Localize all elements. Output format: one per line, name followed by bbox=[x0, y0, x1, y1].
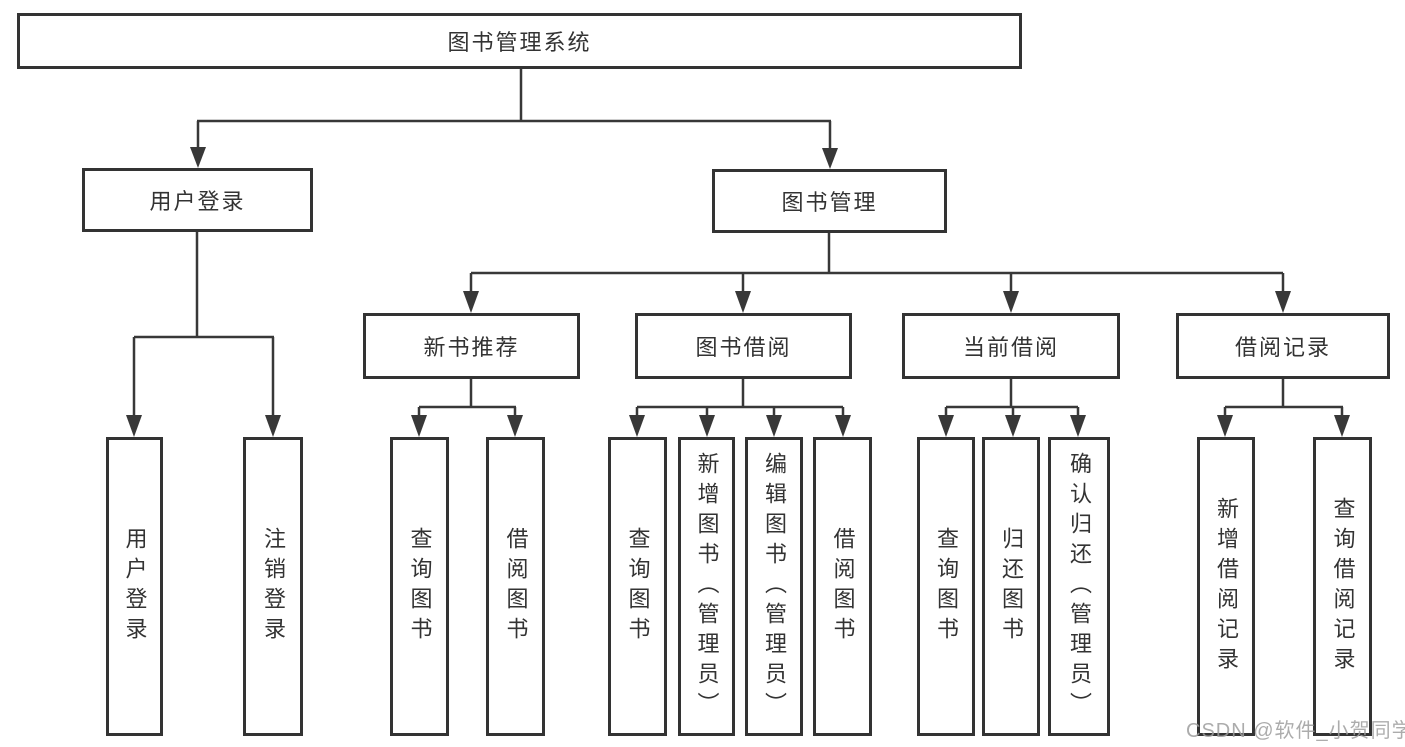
leaf-edit-book: 编辑图书（管理员） bbox=[745, 437, 803, 736]
arrow-down-icon bbox=[766, 415, 782, 437]
leaf-user-login-label: 用户登录 bbox=[122, 526, 148, 647]
branch-book-borrow bbox=[629, 379, 851, 437]
arrow-down-icon bbox=[699, 415, 715, 437]
leaf-add-book: 新增图书（管理员） bbox=[678, 437, 735, 736]
leaf-query-book-recommend-label: 查询图书 bbox=[407, 526, 433, 647]
leaf-logout-label: 注销登录 bbox=[261, 526, 286, 647]
leaf-confirm-return-label: 确认归还（管理员） bbox=[1067, 451, 1092, 722]
branch-user-login bbox=[126, 232, 281, 437]
leaf-add-book-label: 新增图书（管理员） bbox=[694, 451, 720, 722]
node-borrow-records: 借阅记录 bbox=[1176, 313, 1390, 379]
node-book-borrow-label: 图书借阅 bbox=[695, 335, 792, 360]
leaf-query-book-current: 查询图书 bbox=[917, 437, 975, 736]
arrow-down-icon bbox=[1275, 291, 1291, 313]
leaf-query-book-borrow: 查询图书 bbox=[608, 437, 667, 736]
leaf-query-book-borrow-label: 查询图书 bbox=[625, 526, 651, 647]
leaf-return-book-label: 归还图书 bbox=[999, 526, 1024, 647]
arrow-down-icon bbox=[938, 415, 954, 437]
branch-current-borrow bbox=[938, 379, 1086, 437]
leaf-query-book-current-label: 查询图书 bbox=[934, 526, 959, 647]
arrow-down-icon bbox=[822, 148, 838, 169]
node-current-borrow-label: 当前借阅 bbox=[962, 335, 1059, 360]
leaf-query-borrow-record-label: 查询借阅记录 bbox=[1330, 496, 1356, 677]
arrow-down-icon bbox=[265, 415, 281, 437]
leaf-return-book: 归还图书 bbox=[982, 437, 1040, 736]
arrow-down-icon bbox=[126, 415, 142, 437]
leaf-query-borrow-record: 查询借阅记录 bbox=[1313, 437, 1372, 736]
arrow-down-icon bbox=[1003, 291, 1019, 313]
leaf-borrow-book-label: 借阅图书 bbox=[830, 526, 856, 647]
arrow-down-icon bbox=[629, 415, 645, 437]
arrow-down-icon bbox=[1334, 415, 1350, 437]
node-new-book-recommend-label: 新书推荐 bbox=[423, 335, 520, 360]
arrow-down-icon bbox=[411, 415, 427, 437]
leaf-edit-book-label: 编辑图书（管理员） bbox=[762, 451, 787, 722]
arrow-down-icon bbox=[1217, 415, 1233, 437]
leaf-borrow-book-recommend: 借阅图书 bbox=[486, 437, 545, 736]
leaf-borrow-book-recommend-label: 借阅图书 bbox=[503, 526, 529, 647]
arrow-down-icon bbox=[463, 291, 479, 313]
node-user-login: 用户登录 bbox=[82, 168, 313, 232]
node-current-borrow: 当前借阅 bbox=[902, 313, 1120, 379]
node-borrow-records-label: 借阅记录 bbox=[1234, 335, 1331, 360]
node-book-management-label: 图书管理 bbox=[781, 190, 878, 215]
arrow-down-icon bbox=[1070, 415, 1086, 437]
leaf-confirm-return: 确认归还（管理员） bbox=[1048, 437, 1110, 736]
branch-root bbox=[190, 69, 838, 169]
leaf-user-login: 用户登录 bbox=[106, 437, 163, 736]
arrow-down-icon bbox=[1005, 415, 1021, 437]
node-book-borrow: 图书借阅 bbox=[635, 313, 852, 379]
leaf-add-borrow-record-label: 新增借阅记录 bbox=[1214, 496, 1239, 677]
leaf-query-book-recommend: 查询图书 bbox=[390, 437, 449, 736]
arrow-down-icon bbox=[190, 147, 206, 168]
node-new-book-recommend: 新书推荐 bbox=[363, 313, 580, 379]
node-user-login-label: 用户登录 bbox=[149, 189, 246, 214]
arrow-down-icon bbox=[735, 291, 751, 313]
arrow-down-icon bbox=[507, 415, 523, 437]
leaf-add-borrow-record: 新增借阅记录 bbox=[1197, 437, 1255, 736]
leaf-borrow-book: 借阅图书 bbox=[813, 437, 872, 736]
branch-book-management bbox=[463, 233, 1291, 313]
branch-new-book-recommend bbox=[411, 379, 523, 437]
watermark: CSDN @软件_小贺同学 bbox=[1186, 720, 1405, 742]
leaf-logout: 注销登录 bbox=[243, 437, 303, 736]
arrow-down-icon bbox=[835, 415, 851, 437]
node-root: 图书管理系统 bbox=[17, 13, 1022, 69]
branch-borrow-records bbox=[1217, 379, 1350, 437]
node-book-management: 图书管理 bbox=[712, 169, 947, 233]
node-root-label: 图书管理系统 bbox=[447, 30, 592, 55]
